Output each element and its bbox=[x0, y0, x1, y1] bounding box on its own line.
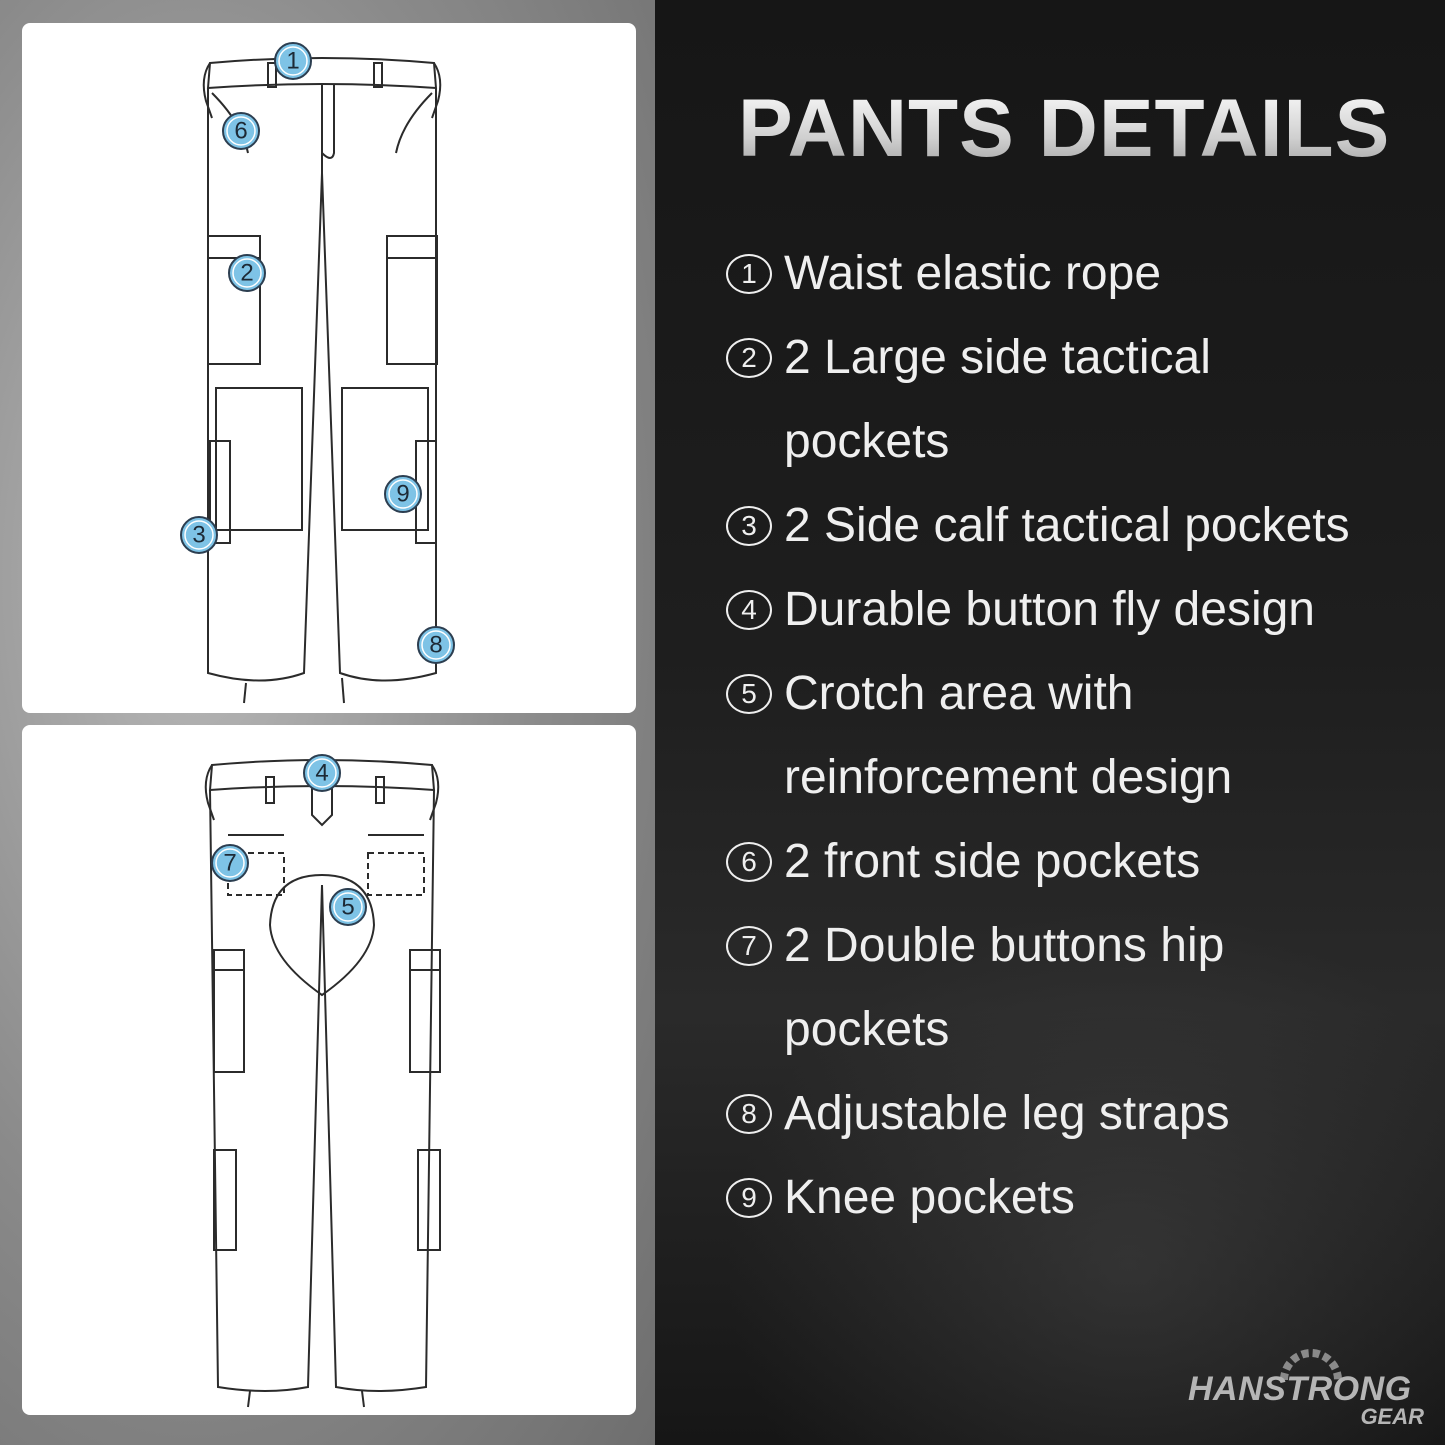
callout-8: 8 bbox=[417, 626, 455, 664]
feature-item: 2 2 Large side tactical pockets bbox=[726, 316, 1426, 484]
svg-text:3: 3 bbox=[192, 522, 205, 549]
feature-number: 3 bbox=[726, 506, 772, 546]
callout-2: 2 bbox=[228, 254, 266, 292]
callout-1: 1 bbox=[274, 42, 312, 80]
feature-item: 7 2 Double buttons hip pockets bbox=[726, 904, 1426, 1072]
feature-number: 7 bbox=[726, 926, 772, 966]
feature-item: 5 Crotch area with reinforcement design bbox=[726, 652, 1426, 820]
feature-item: 4 Durable button fly design bbox=[726, 568, 1426, 652]
callout-3: 3 bbox=[180, 516, 218, 554]
feature-item: 3 2 Side calf tactical pockets bbox=[726, 484, 1426, 568]
feature-text: Adjustable leg straps bbox=[784, 1087, 1230, 1140]
back-view-card: 4 7 5 bbox=[22, 725, 636, 1415]
feature-text: 2 front side pockets bbox=[784, 835, 1201, 888]
back-callouts: 4 7 5 bbox=[211, 754, 367, 926]
svg-text:9: 9 bbox=[396, 481, 409, 508]
callout-9: 9 bbox=[384, 475, 422, 513]
svg-text:4: 4 bbox=[315, 760, 328, 787]
feature-item: 1 Waist elastic rope bbox=[726, 232, 1426, 316]
svg-text:7: 7 bbox=[223, 850, 236, 877]
page-title: PANTS DETAILS bbox=[738, 83, 1391, 174]
feature-item: 8 Adjustable leg straps bbox=[726, 1072, 1426, 1156]
logo-sub-text: GEAR bbox=[1360, 1404, 1424, 1429]
brand-logo: HANSTRONG GEAR bbox=[1188, 1349, 1428, 1432]
feature-item: 9 Knee pockets bbox=[726, 1156, 1426, 1240]
svg-text:2: 2 bbox=[240, 260, 253, 287]
callout-4: 4 bbox=[303, 754, 341, 792]
callout-7: 7 bbox=[211, 844, 249, 882]
callout-6: 6 bbox=[222, 112, 260, 150]
feature-text: 2 Side calf tactical pockets bbox=[784, 499, 1350, 552]
feature-text: Waist elastic rope bbox=[784, 247, 1162, 300]
gear-icon bbox=[1280, 1349, 1342, 1381]
feature-number: 4 bbox=[726, 590, 772, 630]
front-view-card: 1 6 2 3 9 8 bbox=[22, 23, 636, 713]
feature-number: 2 bbox=[726, 338, 772, 378]
logo-brand-text: HANSTRONG bbox=[1188, 1370, 1412, 1408]
feature-number: 8 bbox=[726, 1094, 772, 1134]
callout-5: 5 bbox=[329, 888, 367, 926]
feature-item: 6 2 front side pockets bbox=[726, 820, 1426, 904]
front-pants-drawing: 1 6 2 3 9 8 bbox=[180, 42, 455, 704]
feature-number: 1 bbox=[726, 254, 772, 294]
svg-text:6: 6 bbox=[234, 118, 247, 145]
feature-number: 6 bbox=[726, 842, 772, 882]
feature-text: Durable button fly design bbox=[784, 583, 1315, 636]
front-callouts: 1 6 2 3 9 8 bbox=[180, 42, 455, 664]
svg-text:5: 5 bbox=[341, 894, 354, 921]
feature-number: 5 bbox=[726, 674, 772, 714]
right-background bbox=[655, 0, 1445, 1445]
svg-text:1: 1 bbox=[286, 48, 299, 75]
feature-text: 2 Large side tactical bbox=[784, 331, 1211, 384]
back-pants-drawing: 4 7 5 bbox=[204, 754, 441, 1408]
feature-text: reinforcement design bbox=[784, 751, 1233, 804]
feature-text: 2 Double buttons hip bbox=[784, 919, 1225, 972]
feature-text: Crotch area with bbox=[784, 667, 1134, 720]
svg-text:8: 8 bbox=[429, 632, 442, 659]
feature-list: 1 Waist elastic rope 2 2 Large side tact… bbox=[726, 232, 1426, 1240]
feature-text: pockets bbox=[784, 415, 950, 468]
feature-text: pockets bbox=[784, 1003, 950, 1056]
feature-number: 9 bbox=[726, 1178, 772, 1218]
feature-text: Knee pockets bbox=[784, 1171, 1075, 1224]
